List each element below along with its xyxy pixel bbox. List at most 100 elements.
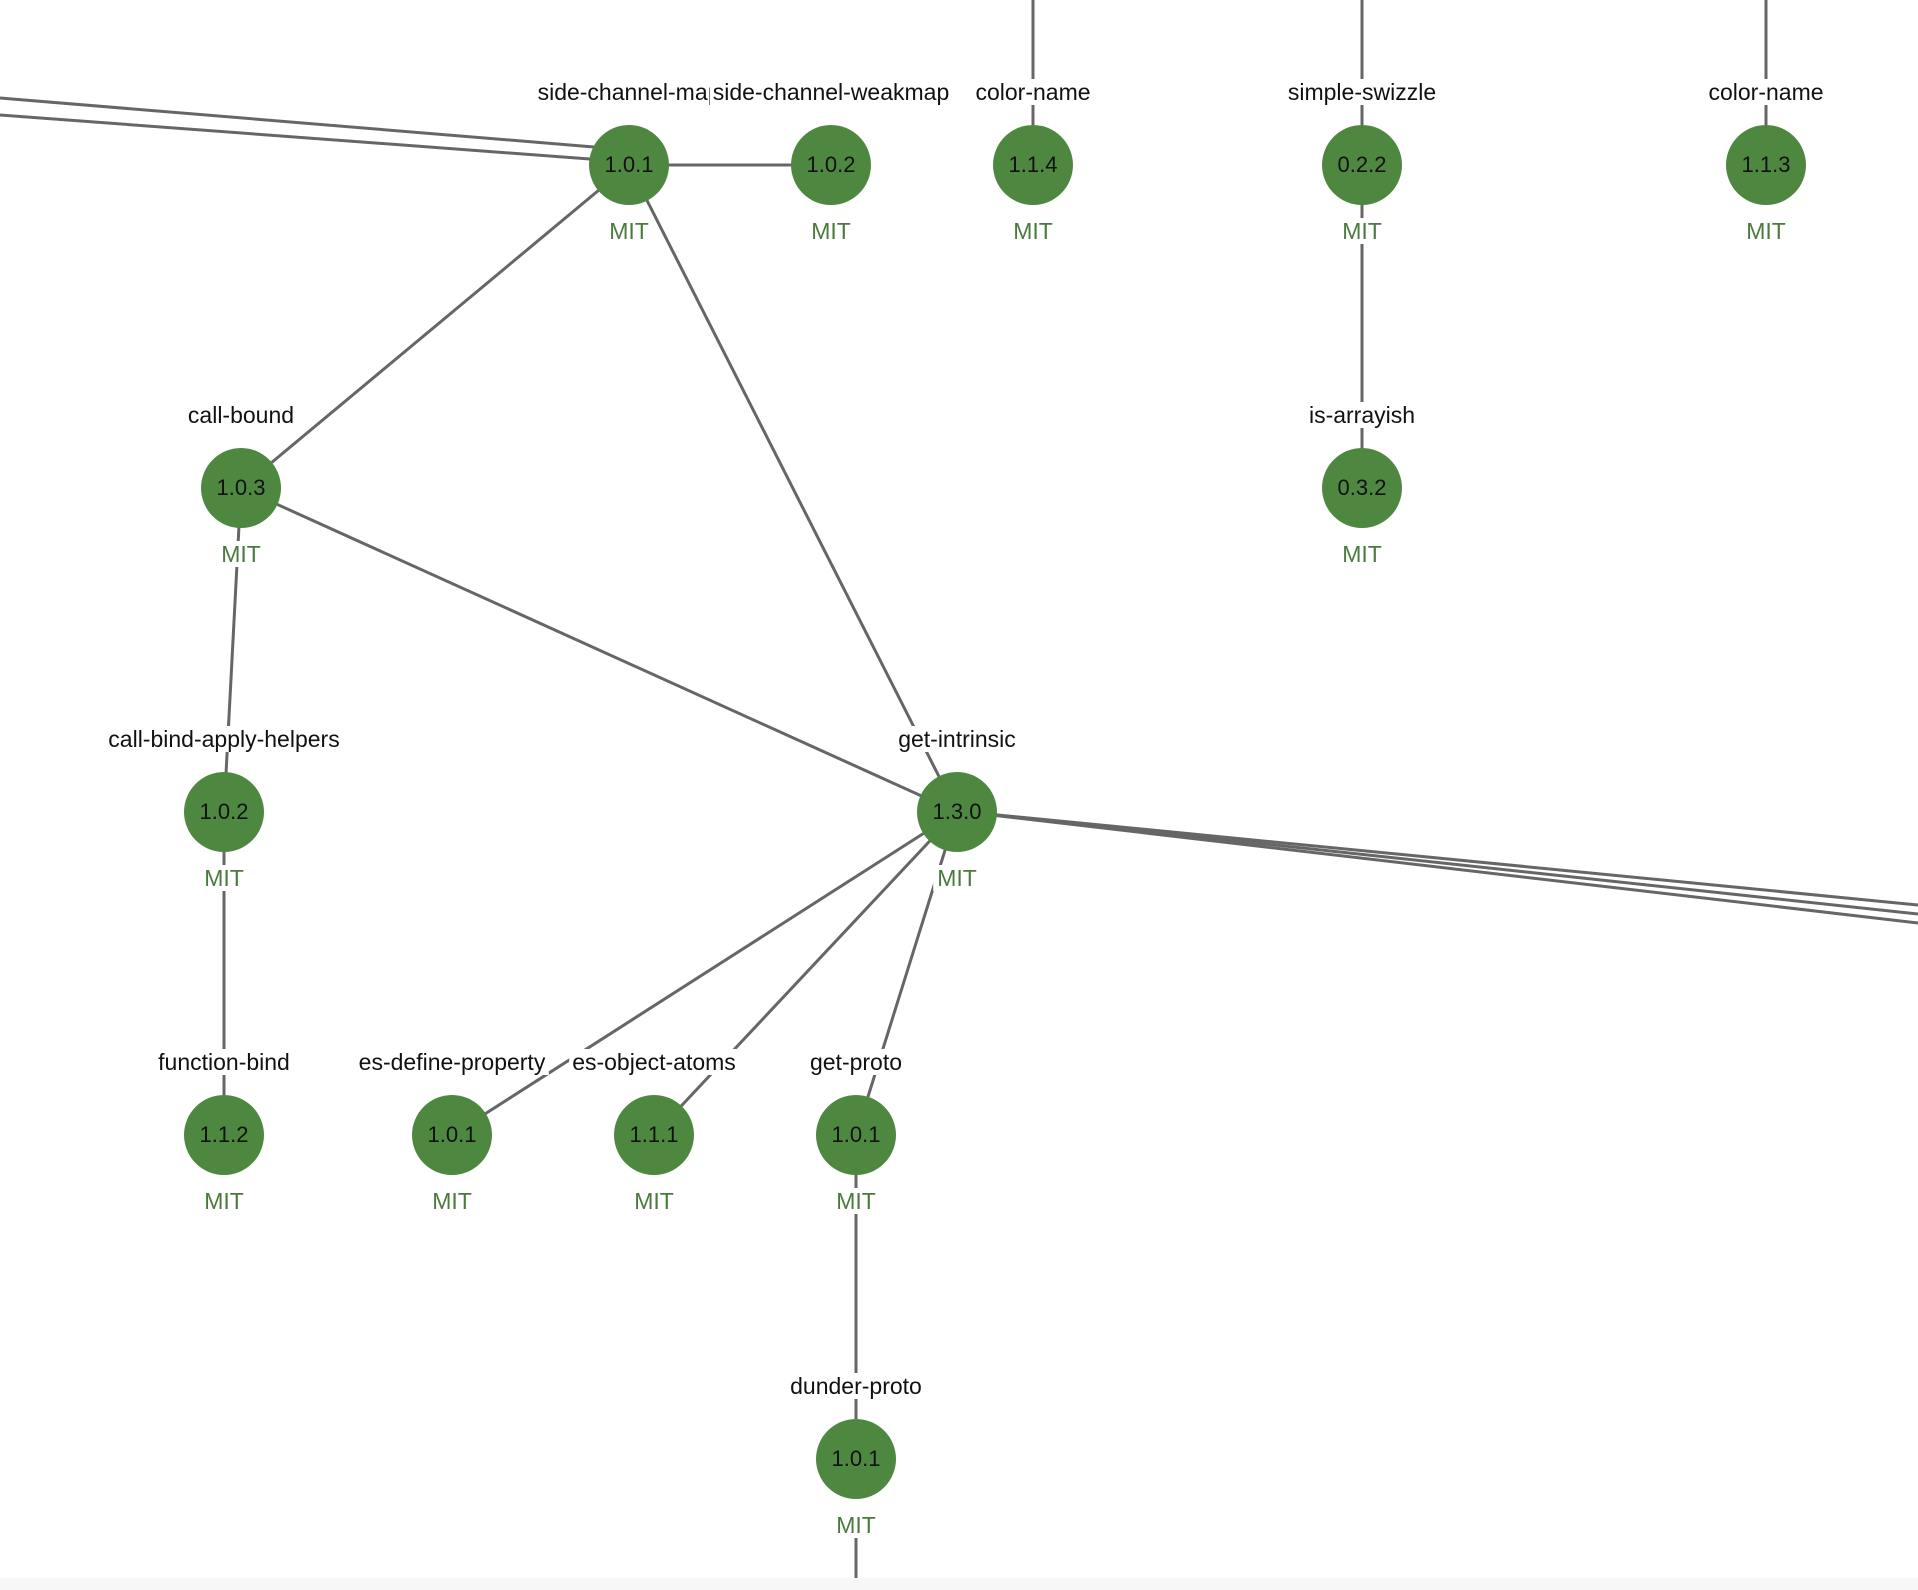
node-name-backing [972, 79, 1094, 105]
node-license-label: MIT [1342, 218, 1382, 244]
node-license-backing [832, 1512, 880, 1538]
node-license-backing [807, 218, 855, 244]
node-license-label: MIT [221, 541, 261, 567]
edge-side-channel-map-to-get-intrinsic [627, 164, 959, 813]
edge-get-intrinsic-to-es-define-property [451, 810, 958, 1137]
node-version-label: 1.1.1 [630, 1122, 679, 1147]
edge-get-intrinsic-to-get-proto [854, 811, 959, 1136]
edge-offscreen-right-3 [956, 809, 1918, 925]
node-name-backing [534, 79, 724, 105]
node-name-label: es-object-atoms [572, 1049, 736, 1075]
node-version-label: 1.0.3 [217, 475, 266, 500]
node-license-label: MIT [609, 218, 649, 244]
edge-side-channel-map-to-call-bound [240, 163, 630, 490]
node-name-label: side-channel-weakmap [713, 79, 950, 105]
node-circle[interactable] [589, 125, 669, 205]
edge-call-bound-to-get-intrinsic [240, 486, 958, 814]
node-version-label: 1.0.1 [428, 1122, 477, 1147]
node-version-label: 1.0.2 [807, 152, 856, 177]
node-circle[interactable] [1726, 125, 1806, 205]
node-license-backing [630, 1188, 678, 1214]
node-name-label: function-bind [158, 1049, 290, 1075]
node-license-backing [200, 865, 248, 891]
node-name-label: call-bound [188, 402, 294, 428]
node-circle[interactable] [201, 448, 281, 528]
node-name-label: is-arrayish [1309, 402, 1415, 428]
edge-offscreen-left-2 [0, 113, 631, 164]
node-name-backing [895, 726, 1019, 752]
node-license-label: MIT [1342, 541, 1382, 567]
nodes-layer: side-channel-map1.0.1MITside-channel-wea… [105, 79, 1827, 1538]
node-license-backing [933, 865, 981, 891]
node-version-label: 1.3.0 [933, 799, 982, 824]
node-circle[interactable] [1322, 125, 1402, 205]
node-license-backing [605, 218, 653, 244]
node-version-label: 1.1.2 [200, 1122, 249, 1147]
node-license-backing [1009, 218, 1057, 244]
node-circle[interactable] [816, 1419, 896, 1499]
node-name-backing [184, 402, 298, 428]
node-version-label: 1.0.1 [832, 1446, 881, 1471]
node-circle[interactable] [412, 1095, 492, 1175]
node-license-backing [428, 1188, 476, 1214]
node-license-backing [1742, 218, 1790, 244]
node-name-label: color-name [975, 79, 1090, 105]
node-license-label: MIT [204, 865, 244, 891]
node-license-label: MIT [432, 1188, 472, 1214]
node-version-label: 0.3.2 [1338, 475, 1387, 500]
node-name-label: simple-swizzle [1288, 79, 1436, 105]
node-license-backing [200, 1188, 248, 1214]
node-license-label: MIT [1013, 218, 1053, 244]
node-name-backing [1284, 79, 1440, 105]
node-circle[interactable] [1322, 448, 1402, 528]
node-circle[interactable] [993, 125, 1073, 205]
node-name-backing [709, 79, 953, 105]
node-version-label: 1.1.4 [1009, 152, 1058, 177]
node-circle[interactable] [816, 1095, 896, 1175]
node-name-backing [355, 1049, 549, 1075]
node-license-label: MIT [634, 1188, 674, 1214]
node-version-label: 1.1.3 [1742, 152, 1791, 177]
bottom-scroll-edge [0, 1578, 1918, 1590]
edge-get-intrinsic-to-es-object-atoms [652, 810, 959, 1137]
edge-call-bound-to-call-bind-apply-helpers [222, 487, 243, 813]
node-circle[interactable] [614, 1095, 694, 1175]
node-name-label: dunder-proto [790, 1373, 922, 1399]
node-name-label: call-bind-apply-helpers [108, 726, 339, 752]
node-name-backing [806, 1049, 906, 1075]
node-version-label: 1.0.1 [832, 1122, 881, 1147]
node-version-label: 0.2.2 [1338, 152, 1387, 177]
node-license-backing [832, 1188, 880, 1214]
node-name-backing [787, 1373, 925, 1399]
node-circle[interactable] [184, 772, 264, 852]
node-name-label: color-name [1708, 79, 1823, 105]
node-version-label: 1.0.1 [605, 152, 654, 177]
node-circle[interactable] [791, 125, 871, 205]
node-circle[interactable] [184, 1095, 264, 1175]
node-name-backing [569, 1049, 739, 1075]
node-name-label: get-proto [810, 1049, 902, 1075]
node-license-label: MIT [811, 218, 851, 244]
node-license-backing [1338, 218, 1386, 244]
node-circle[interactable] [917, 772, 997, 852]
node-license-label: MIT [836, 1188, 876, 1214]
node-name-label: side-channel-map [538, 79, 721, 105]
node-license-backing [217, 541, 265, 567]
node-license-label: MIT [836, 1512, 876, 1538]
node-license-label: MIT [204, 1188, 244, 1214]
